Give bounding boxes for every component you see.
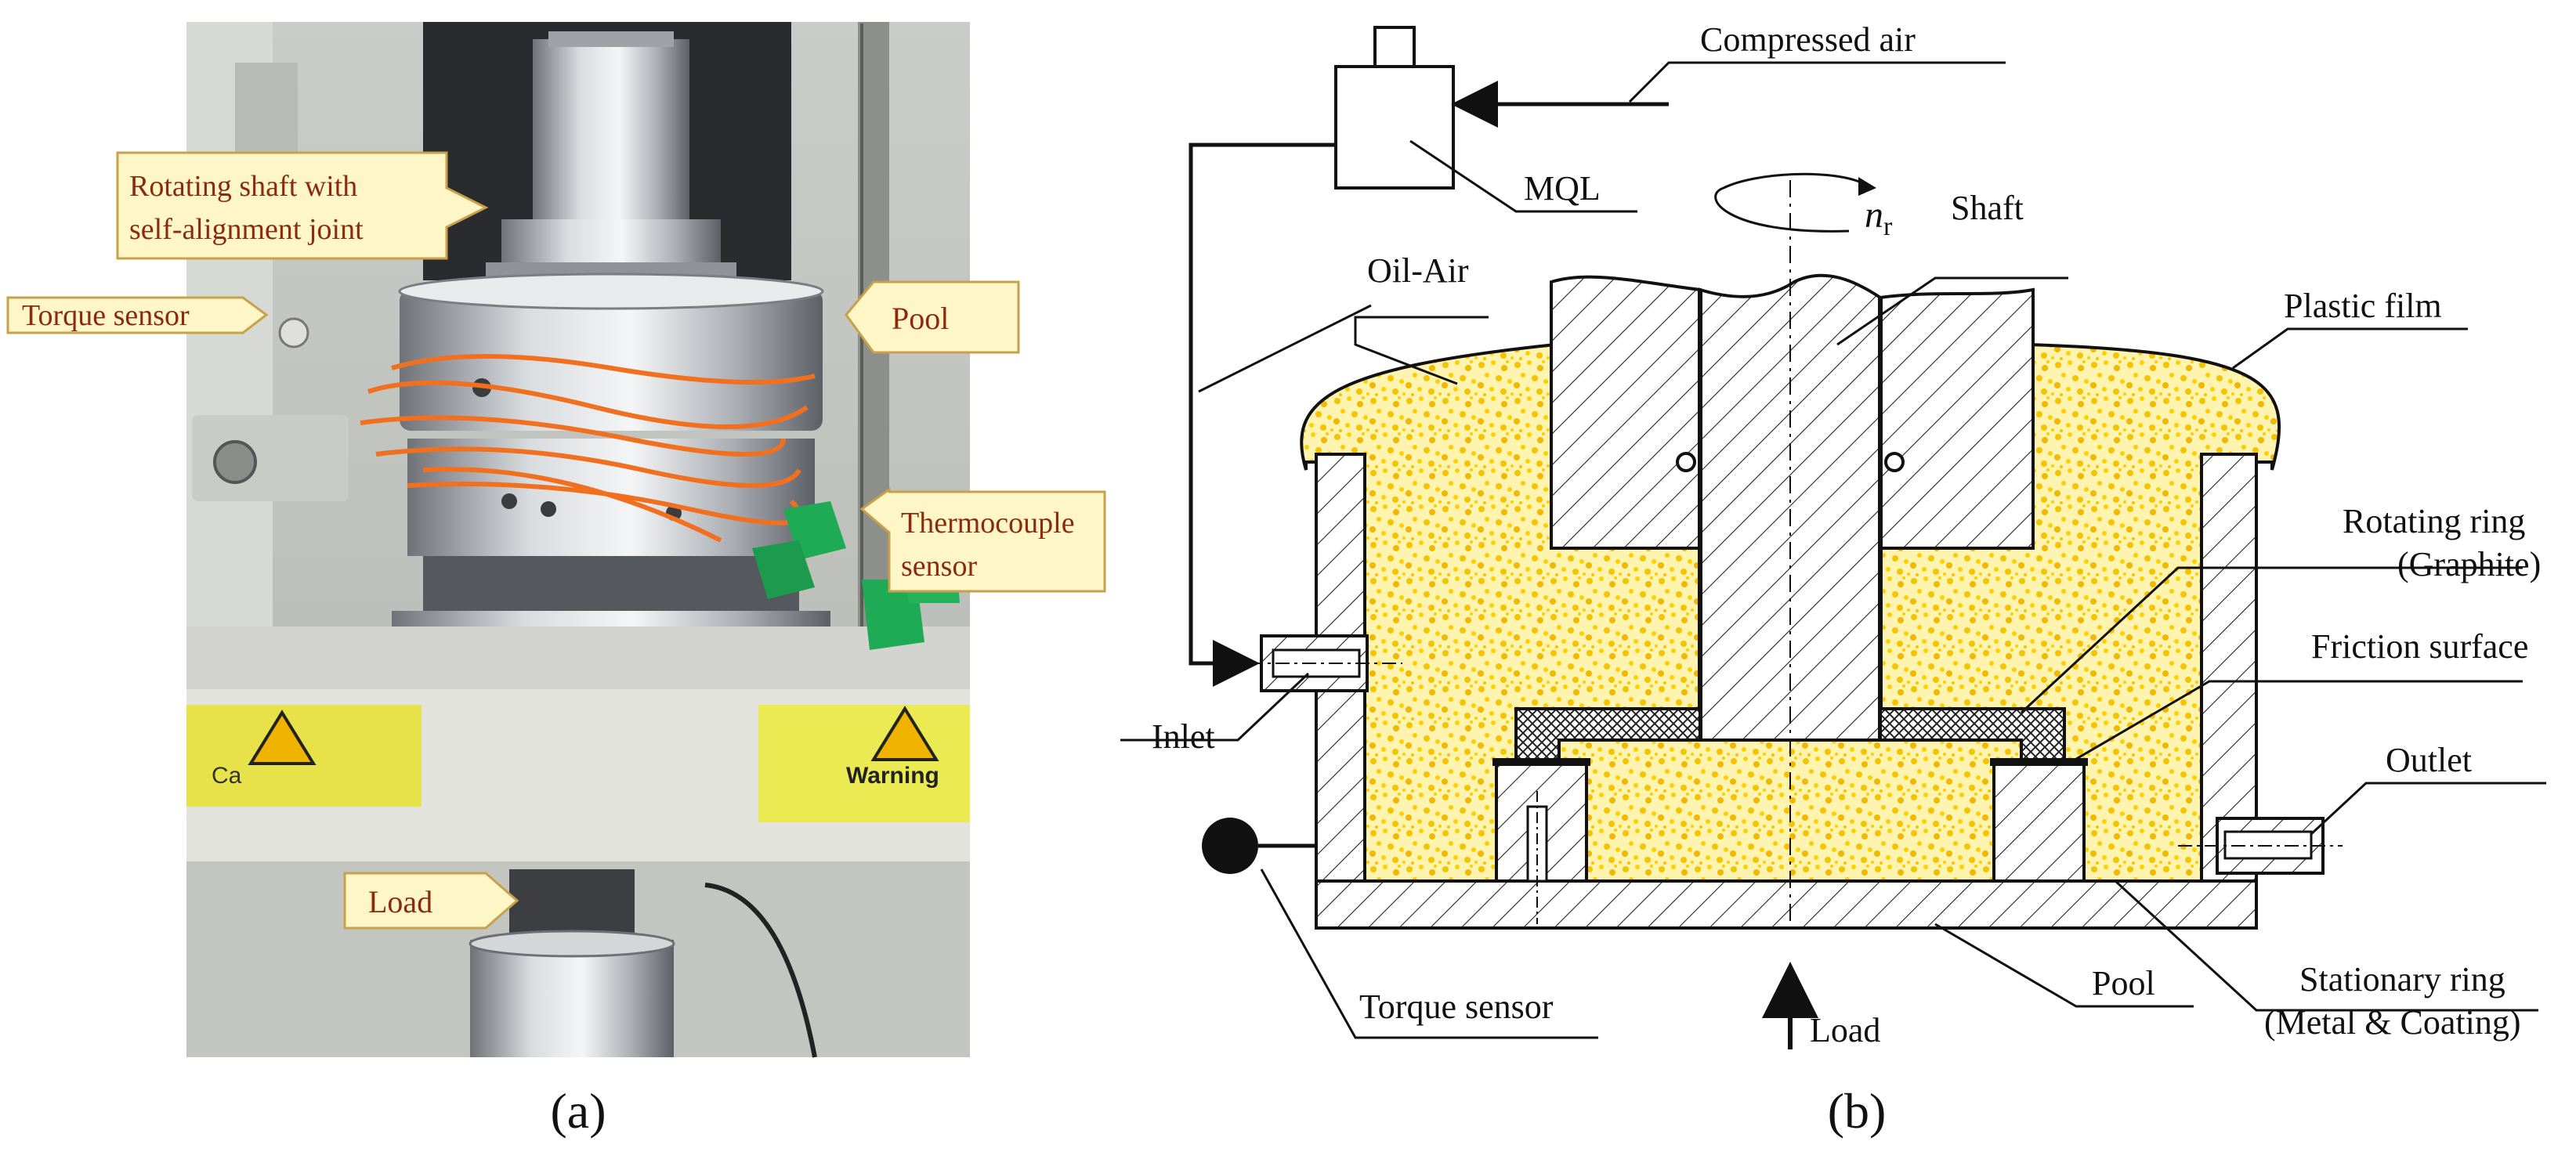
leader-lines: [1120, 61, 2546, 1039]
label-compressed-air: Compressed air: [1700, 20, 1916, 59]
label-plastic-film: Plastic film: [2284, 287, 2442, 325]
thermocouple-cables: [360, 354, 816, 543]
callout-torque-text: Torque sensor: [22, 299, 190, 332]
label-load: Load: [1810, 1011, 1880, 1049]
stationary-ring-right: [1992, 762, 2086, 883]
label-stationary-ring-1: Stationary ring: [2299, 960, 2505, 999]
label-rotating-ring-1: Rotating ring: [2343, 502, 2525, 540]
shaft-core: [1699, 273, 1882, 742]
callout-shaft-line1: Rotating shaft with: [129, 170, 357, 203]
warning-sign-text: Warning: [846, 763, 939, 789]
label-outlet: Outlet: [2386, 741, 2472, 779]
label-mql: MQL: [1524, 169, 1601, 208]
callout-thermocouple: Thermocouple sensor: [859, 487, 1106, 593]
shaft-housing-left: [1550, 275, 1702, 550]
label-inlet: Inlet: [1152, 717, 1215, 756]
label-pool: Pool: [2092, 964, 2155, 1002]
caption-a: (a): [550, 1083, 606, 1139]
callout-load-text: Load: [368, 884, 432, 919]
mql-to-inlet-pipe: [1189, 143, 1336, 687]
callout-load: Load: [343, 872, 519, 930]
label-friction-surface: Friction surface: [2311, 627, 2528, 666]
callout-pool-text: Pool: [892, 301, 949, 336]
callout-torque-sensor: Torque sensor: [6, 296, 269, 334]
label-rotating-ring-2: (Graphite): [2397, 545, 2541, 583]
callout-thermo-line1: Thermocouple: [901, 507, 1075, 540]
rotation-arrow: [1714, 172, 1865, 233]
torque-sensor-ball: [1202, 818, 1258, 874]
label-oil-air: Oil-Air: [1367, 251, 1469, 290]
label-torque-sensor: Torque sensor: [1359, 988, 1554, 1026]
label-rotation-n: nr: [1865, 194, 1893, 241]
label-shaft: Shaft: [1951, 189, 2024, 227]
callout-thermo-line2: sensor: [901, 550, 977, 583]
panel-b-schematic: [1189, 26, 2343, 1049]
mql-unit: [1334, 65, 1455, 190]
callout-shaft-line2: self-alignment joint: [129, 213, 364, 246]
label-stationary-ring-2: (Metal & Coating): [2264, 1003, 2521, 1042]
callout-rotating-shaft: Rotating shaft with self-alignment joint: [116, 151, 489, 260]
svg-text:Ca: Ca: [212, 763, 242, 789]
pool-base: [1315, 879, 2258, 930]
shaft-housing-right: [1879, 287, 2035, 550]
caption-b: (b): [1828, 1083, 1887, 1139]
callout-pool: Pool: [845, 280, 1020, 354]
